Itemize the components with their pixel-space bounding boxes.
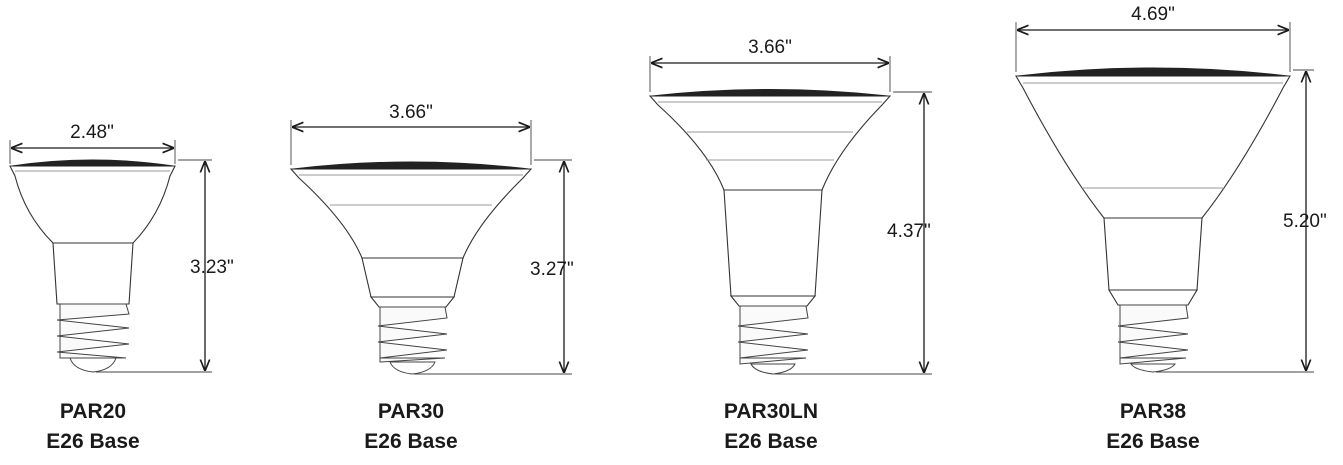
base-label: E26 Base [46, 430, 139, 453]
height-dimension: 3.27" [414, 159, 574, 375]
bulb-par20: 2.48" 3.23" PAR20 E26 Base [9, 122, 234, 453]
height-dimension: 4.37" [775, 91, 932, 375]
base-label: E26 Base [724, 430, 817, 453]
bulb-drawing [1015, 67, 1291, 373]
width-dimension: 4.69" [1015, 4, 1291, 72]
width-label: 4.69" [1131, 4, 1175, 25]
base-label: E26 Base [1106, 430, 1199, 453]
bulb-drawing [9, 159, 176, 373]
height-label: 3.27" [530, 259, 574, 280]
height-label: 5.20" [1283, 211, 1327, 232]
model-label: PAR20 [60, 400, 126, 423]
width-label: 3.66" [389, 102, 433, 123]
width-label: 3.66" [748, 37, 792, 58]
model-label: PAR30 [378, 400, 444, 423]
bulb-par30: 3.66" 3.27" PAR30 E26 Base [289, 102, 574, 453]
model-label: PAR38 [1120, 400, 1186, 423]
height-dimension: 5.20" [1156, 69, 1327, 373]
width-dimension: 3.66" [290, 102, 532, 165]
bulb-drawing [289, 161, 533, 375]
height-label: 4.37" [887, 221, 931, 242]
width-dimension: 3.66" [649, 37, 891, 92]
width-dimension: 2.48" [9, 122, 176, 164]
height-label: 3.23" [190, 257, 234, 278]
model-label: PAR30LN [724, 400, 818, 423]
bulb-drawing [648, 89, 892, 375]
base-label: E26 Base [364, 430, 457, 453]
bulb-par30ln: 3.66" 4.37" PAR30LN E26 Base [648, 37, 932, 453]
height-dimension: 3.23" [96, 159, 234, 373]
bulb-par38: 4.69" 5.20" PAR38 E26 Base [1015, 4, 1327, 453]
width-label: 2.48" [70, 122, 114, 143]
